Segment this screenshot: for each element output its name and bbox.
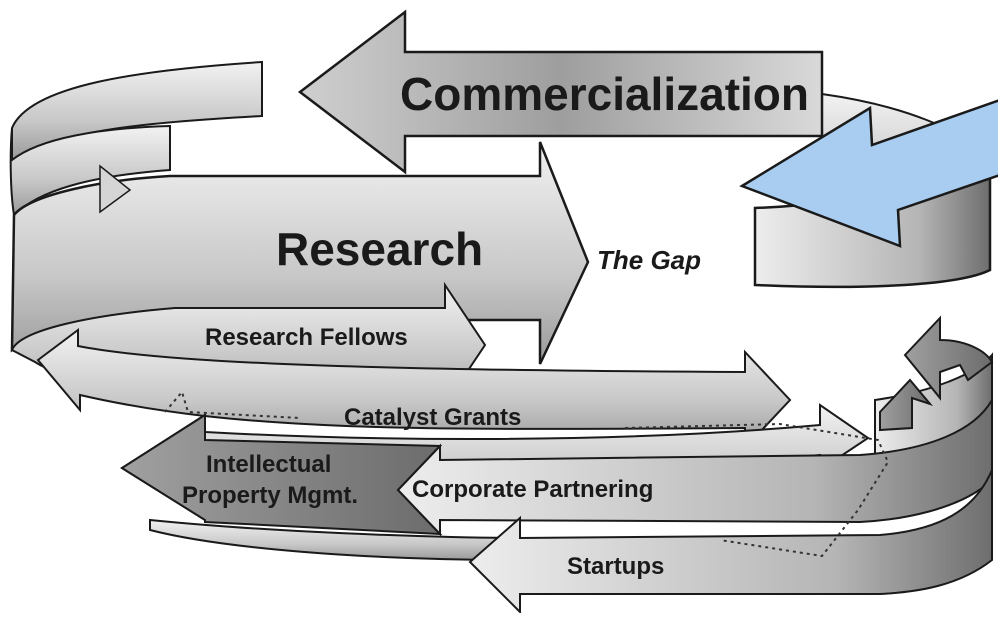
research-pointer — [99, 164, 132, 214]
gap-arrow[interactable] — [739, 99, 998, 248]
commercialization-arrow — [297, 9, 824, 175]
right-spiral-arrow-top — [903, 315, 994, 401]
corporate-partnering-arrow — [396, 396, 993, 537]
commercialization-label: Commercialization — [400, 68, 809, 120]
startups-label: Startups — [567, 553, 664, 580]
ip-mgmt-label-line2: Property Mgmt. — [182, 482, 358, 509]
catalyst-grants-label: Catalyst Grants — [344, 404, 521, 431]
right-spiral-arrow-mid — [879, 378, 934, 432]
dotted-connector-right — [624, 422, 890, 558]
ip-mgmt-label-line1: Intellectual — [206, 451, 331, 478]
research-fellows-label: Research Fellows — [205, 324, 408, 351]
dotted-connector-left — [164, 389, 301, 419]
corporate-partnering-label: Corporate Partnering — [412, 476, 653, 503]
catalyst-grants-band — [36, 328, 792, 451]
gap-label: The Gap — [597, 245, 701, 275]
research-label: Research — [276, 223, 483, 275]
